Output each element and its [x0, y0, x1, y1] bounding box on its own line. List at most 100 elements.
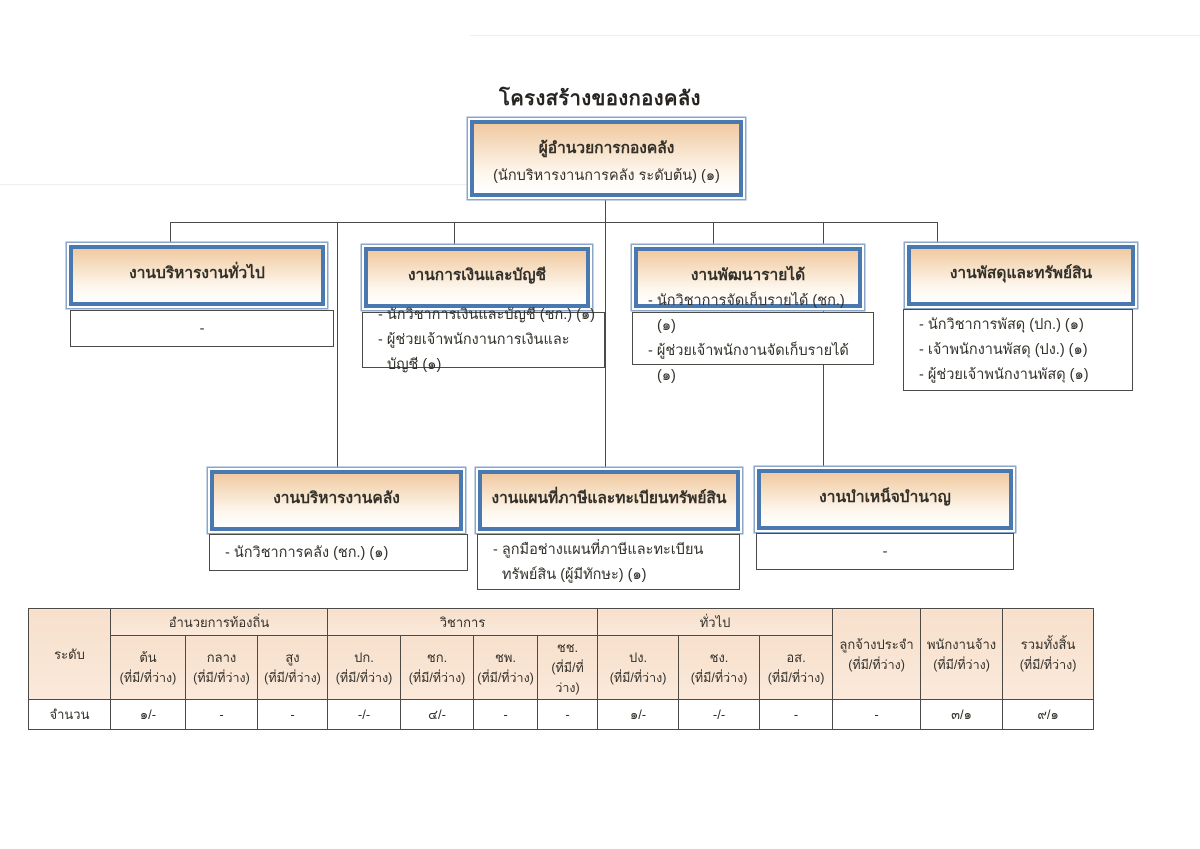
col-subnote: (ที่มี/ที่ว่าง) — [408, 671, 466, 685]
connector-drop-unit6-long — [605, 222, 607, 471]
col-label: ชง. — [709, 650, 729, 665]
unit-title: งานพัสดุและทรัพย์สิน — [949, 265, 1093, 282]
col-subnote: (ที่มี/ที่ว่าง) — [335, 671, 393, 685]
column-header: อส.(ที่มี/ที่ว่าง) — [759, 635, 834, 700]
col-label: ปก. — [354, 650, 374, 665]
scan-artifact-line — [0, 184, 470, 185]
col-subnote: (ที่มี/ที่ว่าง) — [848, 657, 905, 672]
unit-title: งานบริหารงานคลัง — [273, 490, 400, 507]
staff-item: - นักวิชาการคลัง (ชก.) (๑) — [225, 544, 389, 561]
staff-item: - ผู้ช่วยเจ้าพนักงานพัสดุ (๑) — [919, 367, 1089, 383]
value-cell: ๔/- — [400, 699, 475, 730]
column-header: รวมทั้งสิ้น(ที่มี/ที่ว่าง) — [1002, 608, 1095, 700]
row-label-header: ระดับ — [28, 608, 111, 700]
unit-box-revenue-dev: งานพัฒนารายได้ — [634, 247, 862, 308]
page-title: โครงสร้างของกองคลัง — [499, 88, 701, 110]
value-cell: ๓/๑ — [920, 699, 1004, 730]
column-header: กลาง (ที่มี/ที่ว่าง) — [185, 635, 258, 700]
staff-box-supplies-assets: - นักวิชาการพัสดุ (ปก.) (๑) - เจ้าพนักงาน… — [903, 309, 1133, 391]
value-cell: -/- — [327, 699, 402, 730]
col-subnote: (ที่มี/ที่ว่าง) — [767, 671, 825, 685]
director-box: ผู้อำนวยการกองคลัง (นักบริหารงานการคลัง … — [470, 120, 743, 197]
col-label: ชพ. — [495, 650, 517, 665]
connector-drop-unit3 — [713, 222, 715, 248]
group-header: ทั่วไป — [597, 608, 834, 636]
value-cell: - — [473, 699, 539, 730]
col-subnote: (ที่มี/ที่ว่าง) — [609, 671, 667, 685]
column-header: ชง. (ที่มี/ที่ว่าง) — [678, 635, 761, 700]
unit-box-treasury-admin: งานบริหารงานคลัง — [210, 470, 463, 531]
staff-box-general-admin: - — [70, 310, 334, 347]
connector-drop-unit4 — [937, 222, 939, 246]
staff-item: - ลูกมือช่างแผนที่ภาษีและทะเบียนทรัพย์สิ… — [493, 541, 704, 583]
col-label: พนักงานจ้าง — [926, 636, 997, 652]
col-label: กลาง — [206, 650, 237, 665]
col-subnote: (ที่มี/ที่ว่าง) — [119, 671, 177, 685]
unit-title: งานแผนที่ภาษีและทะเบียนทรัพย์สิน — [491, 490, 727, 507]
column-header: ปง. (ที่มี/ที่ว่าง) — [597, 635, 680, 700]
column-header: ชก. (ที่มี/ที่ว่าง) — [400, 635, 475, 700]
unit-box-supplies-assets: งานพัสดุและทรัพย์สิน — [907, 245, 1135, 306]
value-cell: -/- — [678, 699, 761, 730]
col-label: ปง. — [628, 650, 648, 665]
col-label: ชช. — [556, 640, 579, 655]
scan-artifact-line — [470, 35, 1200, 36]
column-header: ลูกจ้างประจำ (ที่มี/ที่ว่าง) — [832, 608, 922, 700]
staff-box-finance-account: - นักวิชาการเงินและบัญชี (ชก.) (๑) - ผู้ช… — [362, 307, 605, 373]
col-subnote: (ที่มี/ที่ว่าง) — [477, 671, 534, 685]
connector-drop-unit2 — [454, 222, 456, 248]
staff-item: - นักวิชาการเงินและบัญชี (ชก.) (๑) — [378, 307, 595, 323]
summary-table: ระดับอำนวยการท้องถิ่นวิชาการทั่วไปลูกจ้า… — [28, 608, 1095, 730]
value-cell: - — [759, 699, 834, 730]
unit-title: งานบริหารงานทั่วไป — [129, 265, 265, 282]
col-label: รวมทั้งสิ้น — [1020, 636, 1076, 652]
unit-title: งานบำเหน็จบำนาญ — [819, 489, 951, 506]
unit-box-tax-map: งานแผนที่ภาษีและทะเบียนทรัพย์สิน — [478, 470, 740, 531]
value-cell: ๙/๑ — [1002, 699, 1095, 730]
connector-drop-unit1 — [170, 222, 172, 246]
staff-item: - เจ้าพนักงานพัสดุ (ปง.) (๑) — [919, 342, 1088, 358]
director-subtitle: (นักบริหารงานการคลัง ระดับต้น) (๑) — [493, 168, 720, 184]
staff-box-tax-map: - ลูกมือช่างแผนที่ภาษีและทะเบียนทรัพย์สิ… — [477, 534, 740, 590]
connector-director-drop — [605, 197, 607, 223]
staff-box-pension: - — [756, 533, 1014, 570]
column-header: พนักงานจ้าง (ที่มี/ที่ว่าง) — [920, 608, 1004, 700]
unit-title: งานพัฒนารายได้ — [690, 267, 806, 284]
group-header: อำนวยการท้องถิ่น — [109, 608, 329, 636]
unit-title: งานการเงินและบัญชี — [407, 267, 547, 284]
value-cell: ๑/- — [597, 699, 680, 730]
column-header: ชพ. (ที่มี/ที่ว่าง) — [473, 635, 539, 700]
col-subnote: (ที่มี/ที่ว่าง) — [264, 671, 321, 685]
unit-box-general-admin: งานบริหารงานทั่วไป — [69, 245, 325, 306]
col-label: ชก. — [426, 650, 448, 665]
group-header: วิชาการ — [327, 608, 599, 636]
connector-drop-unit5-long — [337, 222, 339, 471]
data-row-label: จำนวน — [28, 699, 111, 730]
staff-item: - นักวิชาการพัสดุ (ปก.) (๑) — [919, 317, 1084, 333]
column-header: ปก. (ที่มี/ที่ว่าง) — [327, 635, 402, 700]
staff-item: - ผู้ช่วยเจ้าพนักงานการเงินและบัญชี (๑) — [378, 332, 570, 373]
value-cell: - — [537, 699, 599, 730]
director-title: ผู้อำนวยการกองคลัง — [538, 140, 675, 157]
unit-box-pension: งานบำเหน็จบำนาญ — [757, 469, 1013, 530]
col-subnote: (ที่มี/ที่ว่าง) — [551, 661, 584, 695]
col-subnote: (ที่มี/ที่ว่าง) — [193, 671, 250, 685]
staff-box-revenue-dev: - นักวิชาการจัดเก็บรายได้ (ชก.) (๑) - ผู้… — [632, 293, 874, 384]
unit-box-finance-account: งานการเงินและบัญชี — [364, 247, 590, 308]
value-cell: ๑/- — [110, 699, 186, 730]
staff-item: - นักวิชาการจัดเก็บรายได้ (ชก.) (๑) — [648, 293, 845, 334]
col-subnote: (ที่มี/ที่ว่าง) — [690, 671, 748, 685]
staff-item: - ผู้ช่วยเจ้าพนักงานจัดเก็บรายได้ (๑) — [648, 343, 849, 384]
staff-item: - — [882, 543, 888, 560]
connector-trunk — [170, 222, 938, 224]
staff-item: - — [199, 320, 205, 337]
column-header: ชช. (ที่มี/ที่ว่าง) — [537, 635, 599, 700]
col-label: สูง — [285, 650, 300, 665]
col-subnote: (ที่มี/ที่ว่าง) — [933, 657, 990, 672]
value-cell: - — [832, 699, 922, 730]
col-label: ลูกจ้างประจำ — [839, 636, 914, 652]
column-header: สูง (ที่มี/ที่ว่าง) — [256, 635, 329, 700]
staff-box-treasury-admin: - นักวิชาการคลัง (ชก.) (๑) — [209, 534, 468, 571]
value-cell: - — [185, 699, 258, 730]
